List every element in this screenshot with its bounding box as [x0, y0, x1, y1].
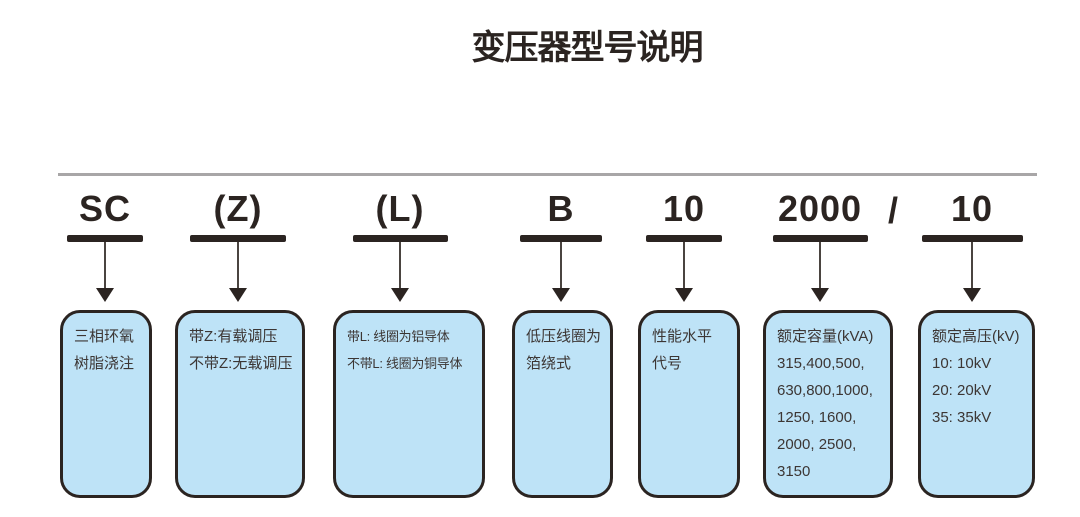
- down-arrow-stem: [399, 242, 401, 290]
- code-label: 2000: [777, 188, 863, 229]
- underline-bar: [772, 235, 868, 242]
- underline-bar: [520, 235, 602, 242]
- box-text-line: 10: 10kV: [932, 355, 992, 372]
- down-arrow-icon: [552, 288, 570, 302]
- horizontal-divider-line: [58, 173, 1037, 176]
- box-text-line: 额定容量(kVA): [777, 328, 874, 345]
- down-arrow-stem: [560, 242, 562, 290]
- down-arrow-stem: [819, 242, 821, 290]
- down-arrow-stem: [104, 242, 106, 290]
- box-text-line: 三相环氧: [74, 328, 135, 345]
- code-label: SC: [78, 188, 131, 229]
- down-arrow-icon: [96, 288, 114, 302]
- description-box: 三相环氧树脂浇注: [60, 310, 152, 498]
- code-label: 10: [662, 188, 706, 229]
- box-text-line: 不带Z:无载调压: [189, 355, 293, 372]
- box-text-line: 315,400,500,: [777, 355, 865, 372]
- code-label: (Z): [213, 188, 263, 229]
- underline-bar: [67, 235, 143, 242]
- down-arrow-icon: [229, 288, 247, 302]
- down-arrow-icon: [963, 288, 981, 302]
- box-text-line: 35: 35kV: [932, 409, 992, 426]
- description-box: 带Z:有载调压不带Z:无载调压: [175, 310, 305, 498]
- code-label: (L): [375, 188, 425, 229]
- code-label: B: [547, 188, 575, 229]
- underline-bar: [190, 235, 286, 242]
- box-text-line: 不带L: 线圈为铜导体: [347, 356, 463, 371]
- description-box: 带L: 线圈为铝导体不带L: 线圈为铜导体: [333, 310, 485, 498]
- box-text-line: 带L: 线圈为铝导体: [347, 329, 450, 344]
- box-text-line: 树脂浇注: [74, 355, 135, 372]
- box-text-line: 1250, 1600,: [777, 409, 857, 426]
- down-arrow-icon: [675, 288, 693, 302]
- description-box: 性能水平代号: [638, 310, 740, 498]
- description-box: 低压线圈为箔绕式: [512, 310, 613, 498]
- box-text-line: 带Z:有载调压: [189, 328, 278, 345]
- description-box: 额定容量(kVA) 315,400,500, 630,800,1000, 1250, …: [763, 310, 893, 498]
- underline-bar: [352, 235, 448, 242]
- box-text-line: 代号: [652, 355, 683, 372]
- code-label: 10: [950, 188, 994, 229]
- down-arrow-stem: [237, 242, 239, 290]
- box-text-line: 箔绕式: [526, 355, 572, 372]
- page-title: 变压器型号说明: [471, 29, 704, 67]
- underline-bar: [646, 235, 722, 242]
- box-text-line: 性能水平: [652, 328, 713, 345]
- down-arrow-stem: [683, 242, 685, 290]
- box-text-line: 20: 20kV: [932, 382, 992, 399]
- box-text-line: 低压线圈为: [526, 328, 602, 345]
- separator-slash: /: [887, 190, 899, 231]
- box-text-line: 630,800,1000,: [777, 382, 873, 399]
- box-text-line: 额定高压(kV): [932, 328, 1020, 345]
- down-arrow-icon: [811, 288, 829, 302]
- underline-bar: [921, 235, 1023, 242]
- box-text-line: 3150: [777, 463, 811, 480]
- down-arrow-stem: [971, 242, 973, 290]
- down-arrow-icon: [391, 288, 409, 302]
- box-text-line: 2000, 2500,: [777, 436, 857, 453]
- description-box: 额定高压(kV) 10: 10kV 20: 20kV 35: 35kV: [918, 310, 1035, 498]
